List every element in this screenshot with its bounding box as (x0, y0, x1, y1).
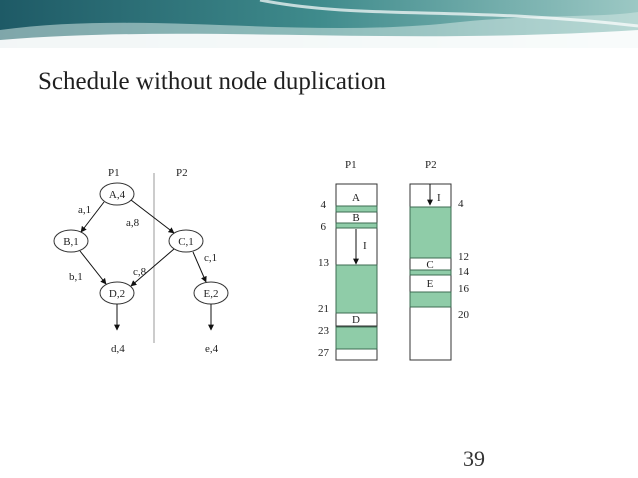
edge-d-out-label: d,4 (111, 343, 125, 355)
p1-idle-label: I (363, 240, 367, 252)
p2-time-14: 14 (458, 266, 470, 278)
graph-node-d: D,2 (99, 281, 135, 305)
edge-a-b (80, 201, 105, 233)
p1-time-21: 21 (318, 303, 329, 315)
p1-time-13: 13 (318, 257, 330, 269)
graph-node-e-label: E,2 (204, 288, 219, 300)
edge-c-e-label: c,1 (204, 252, 217, 264)
graph-p1-label: P1 (108, 167, 120, 179)
task-graph: P1 P2 A,4 B,1 C,1 D,2 E,2 a,1 (53, 167, 229, 355)
p1-time-6: 6 (321, 221, 327, 233)
schedule-chart: P1 P2 A B D I 4 6 13 21 23 27 C E I 4 12… (318, 159, 470, 361)
edge-a-b-label: a,1 (78, 204, 91, 216)
graph-p2-label: P2 (176, 167, 188, 179)
p2-task-c: C (426, 259, 433, 271)
graph-node-a-label: A,4 (109, 189, 126, 201)
p2-comm-block-e (409, 291, 452, 308)
p2-time-20: 20 (458, 309, 470, 321)
edge-a-c-label: a,8 (126, 217, 140, 229)
p1-time-4: 4 (321, 199, 327, 211)
p2-task-e: E (427, 278, 434, 290)
p1-task-d: D (352, 314, 360, 326)
edge-c-d-label: c,8 (133, 266, 147, 278)
slide-title: Schedule without node duplication (38, 68, 386, 95)
edge-a-c (130, 199, 175, 234)
p2-comm-block-c (409, 269, 452, 276)
graph-node-b-label: B,1 (63, 236, 79, 248)
p1-time-23: 23 (318, 325, 330, 337)
schedule-p1-label: P1 (345, 159, 357, 171)
graph-node-b: B,1 (53, 229, 89, 253)
graph-node-c: C,1 (168, 229, 204, 253)
graph-node-c-label: C,1 (178, 236, 194, 248)
graph-node-a: A,4 (99, 182, 135, 206)
edge-b-d-label: b,1 (69, 271, 83, 283)
p2-comm-block-a (409, 206, 452, 259)
schedule-p2-label: P2 (425, 159, 437, 171)
graph-node-e: E,2 (193, 281, 229, 305)
p1-idle-block (335, 264, 378, 314)
p1-comm-block-a (335, 205, 378, 213)
p2-time-12: 12 (458, 251, 469, 263)
p1-time-27: 27 (318, 347, 330, 359)
p2-time-16: 16 (458, 283, 470, 295)
edge-e-out-label: e,4 (205, 343, 219, 355)
p1-comm-block-b (335, 222, 378, 229)
p2-time-4: 4 (458, 198, 464, 210)
slide-page-number: 39 (463, 446, 485, 471)
p1-task-b: B (352, 212, 359, 224)
edge-b-d (79, 250, 107, 285)
edge-c-e (192, 251, 207, 283)
header-banner (0, 0, 638, 48)
p1-task-a: A (352, 192, 360, 204)
p1-comm-block-d (335, 326, 378, 350)
graph-node-d-label: D,2 (109, 288, 125, 300)
edge-c-d (130, 248, 175, 287)
p2-idle-label: I (437, 192, 441, 204)
